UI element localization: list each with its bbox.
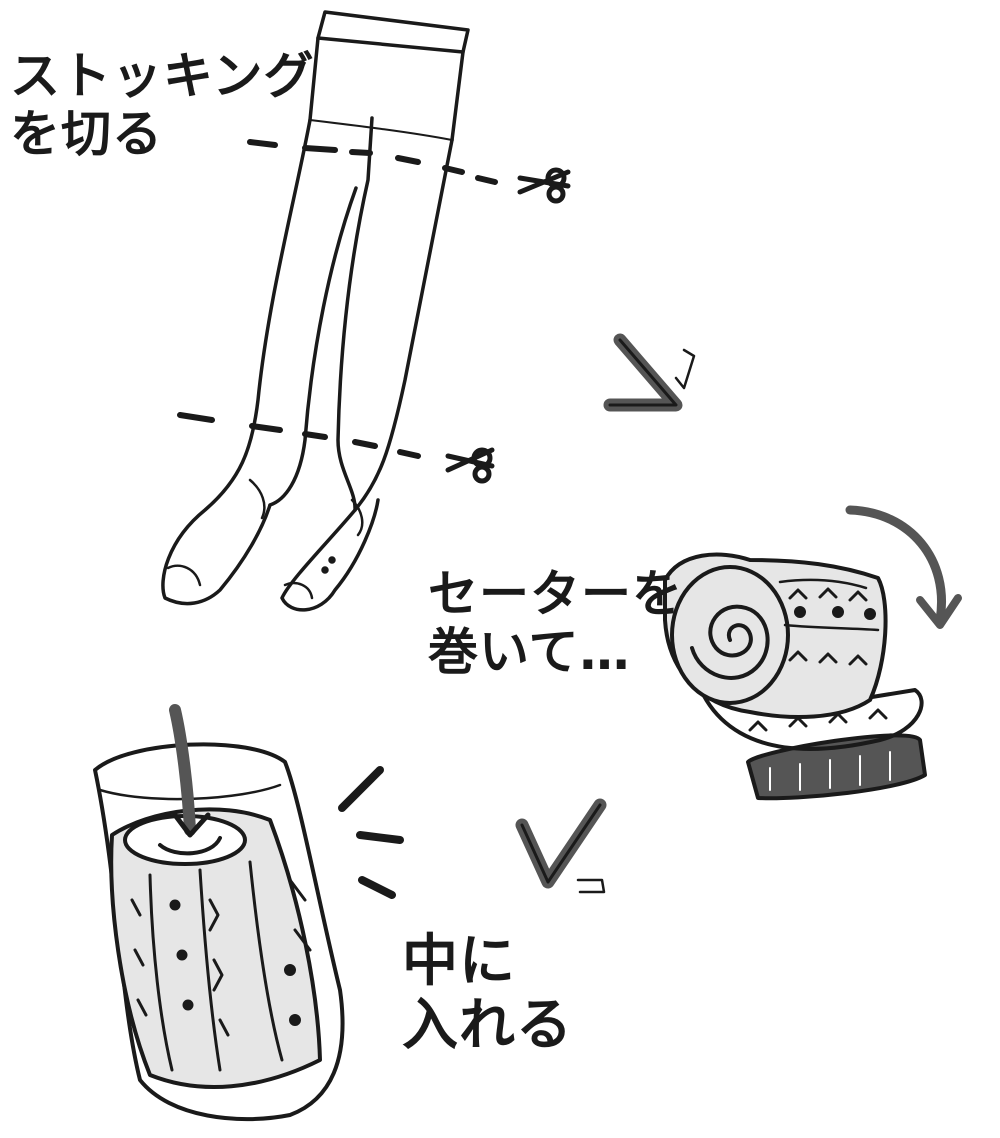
- caption-line: 入れる: [402, 994, 573, 1058]
- arrow-down-left-icon: [522, 805, 604, 892]
- cut-line-lower: [180, 415, 418, 456]
- caption-line: ストッキング: [10, 48, 315, 106]
- scissors-icon: [520, 170, 568, 201]
- caption-line: 中に: [402, 930, 573, 994]
- rolled-sweater-illustration: [665, 555, 925, 799]
- caption-line: を切る: [10, 106, 315, 164]
- caption-line: 巻いて…: [428, 624, 683, 682]
- step-caption-cut-stocking: ストッキング を切る: [10, 48, 315, 163]
- stuffed-leg-illustration: [95, 710, 343, 1119]
- scissors-icon: [448, 450, 492, 481]
- arrow-down-right-icon: [610, 340, 694, 405]
- caption-line: セーターを: [428, 566, 683, 624]
- step-caption-insert: 中に 入れる: [402, 930, 573, 1059]
- motion-lines-icon: [342, 770, 400, 895]
- step-caption-roll-sweater: セーターを 巻いて…: [428, 566, 683, 681]
